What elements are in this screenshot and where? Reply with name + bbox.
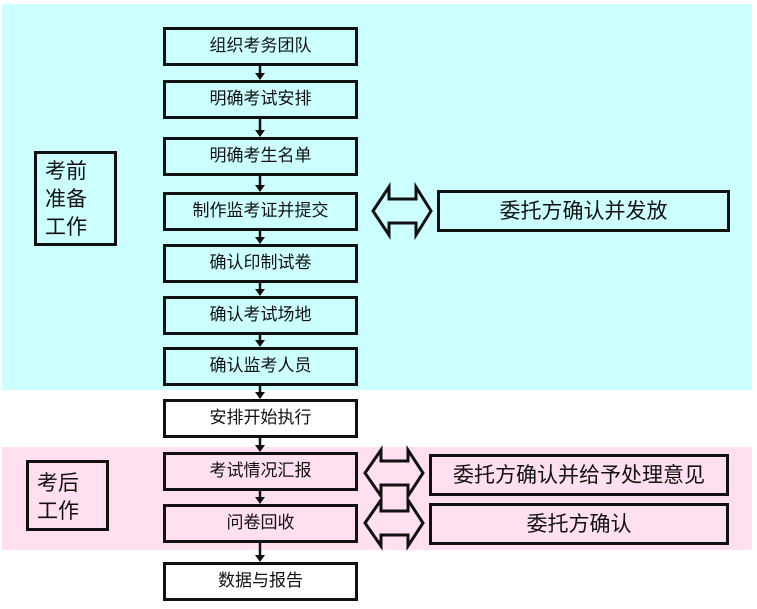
phase-label-line: 考后 bbox=[37, 471, 79, 495]
step-clarify-schedule: 明确考试安排 bbox=[163, 80, 358, 119]
client-action-label: 委托方确认并发放 bbox=[499, 198, 668, 223]
step-label: 制作监考证并提交 bbox=[192, 201, 329, 221]
step-exam-report: 考试情况汇报 bbox=[163, 452, 358, 491]
step-make-invigilator-pass: 制作监考证并提交 bbox=[163, 192, 358, 231]
step-label: 确认监考人员 bbox=[209, 356, 312, 376]
step-label: 问卷回收 bbox=[226, 513, 295, 533]
step-label: 确认印制试卷 bbox=[209, 253, 312, 273]
client-confirm-and-advise: 委托方确认并给予处理意见 bbox=[429, 454, 729, 496]
client-confirm: 委托方确认 bbox=[429, 503, 729, 545]
step-clarify-candidates: 明确考生名单 bbox=[163, 137, 358, 176]
client-confirm-and-issue: 委托方确认并发放 bbox=[437, 190, 730, 232]
step-label: 明确考试安排 bbox=[209, 89, 312, 109]
step-confirm-printing: 确认印制试卷 bbox=[163, 244, 358, 283]
step-confirm-venue: 确认考试场地 bbox=[163, 296, 358, 335]
client-action-label: 委托方确认并给予处理意见 bbox=[453, 462, 705, 487]
client-action-label: 委托方确认 bbox=[526, 511, 632, 536]
step-confirm-invigilators: 确认监考人员 bbox=[163, 347, 358, 386]
phase-label-line: 考前 bbox=[45, 159, 87, 183]
step-organize-team: 组织考务团队 bbox=[163, 27, 358, 66]
phase-label-line: 准备 bbox=[45, 187, 87, 211]
arrow-down-icon bbox=[255, 555, 265, 562]
step-label: 确认考试场地 bbox=[209, 305, 312, 325]
arrow-down-icon bbox=[255, 392, 265, 399]
phase-label-line: 工作 bbox=[45, 215, 87, 239]
pre-exam-phase-label: 考前 准备 工作 bbox=[34, 151, 117, 246]
step-label: 组织考务团队 bbox=[209, 36, 312, 56]
phase-label-line: 工作 bbox=[37, 499, 79, 523]
step-label: 安排开始执行 bbox=[209, 408, 312, 428]
step-label: 明确考生名单 bbox=[209, 146, 312, 166]
step-data-and-report: 数据与报告 bbox=[163, 562, 358, 601]
step-label: 数据与报告 bbox=[218, 571, 303, 591]
step-questionnaire-collection: 问卷回收 bbox=[163, 504, 358, 543]
step-start-execution: 安排开始执行 bbox=[163, 399, 358, 438]
step-label: 考试情况汇报 bbox=[209, 461, 312, 481]
post-exam-phase-label: 考后 工作 bbox=[26, 460, 109, 531]
